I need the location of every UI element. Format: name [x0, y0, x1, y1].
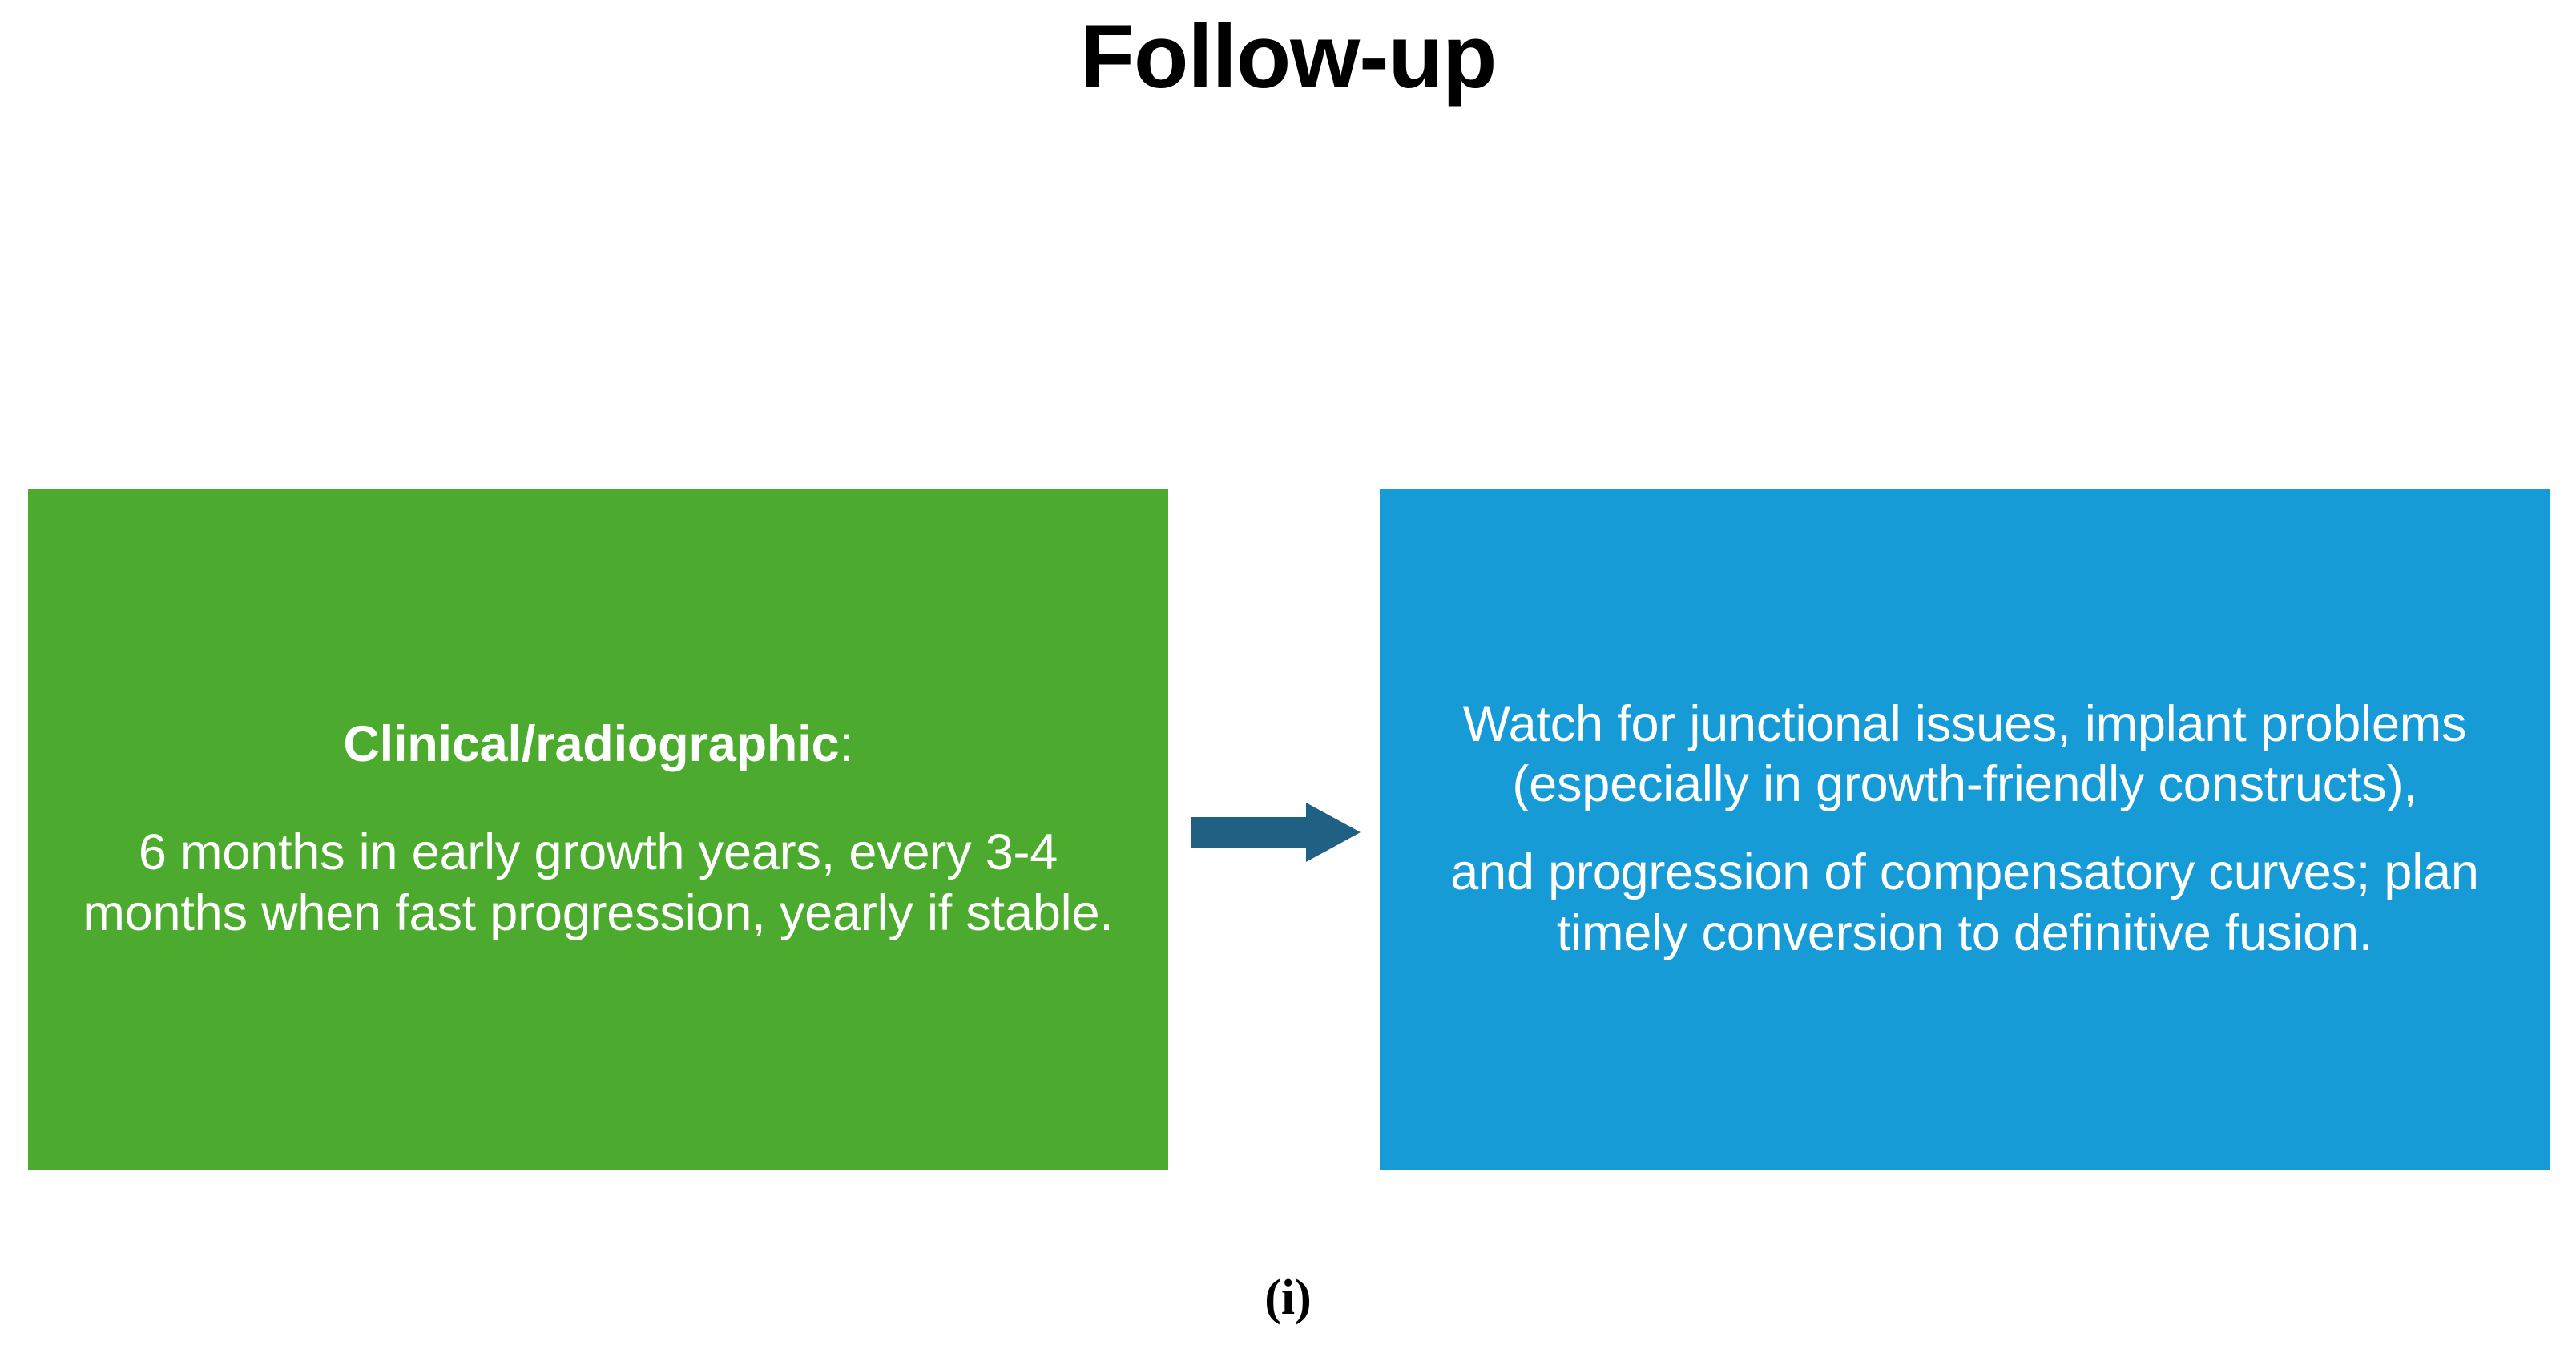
- right-arrow-icon: [1187, 799, 1364, 865]
- flow-box-clinical-radiographic: Clinical/radiographic: 6 months in early…: [28, 489, 1168, 1170]
- green-box-heading: Clinical/radiographic:: [343, 715, 853, 775]
- green-box-body-text: 6 months in early growth years, every 3-…: [83, 824, 1114, 941]
- blue-box-paragraph-2: and progression of compensatory curves; …: [1450, 844, 2479, 961]
- green-box-heading-colon: :: [839, 715, 853, 772]
- green-box-heading-strong: Clinical/radiographic: [343, 715, 840, 772]
- blue-box-paragraph-1: Watch for junctional issues, implant pro…: [1462, 695, 2467, 813]
- page-title: Follow-up: [1079, 6, 1498, 107]
- figure-caption: (i): [1264, 1270, 1312, 1325]
- flow-box-watch-for-issues: Watch for junctional issues, implant pro…: [1380, 489, 2550, 1170]
